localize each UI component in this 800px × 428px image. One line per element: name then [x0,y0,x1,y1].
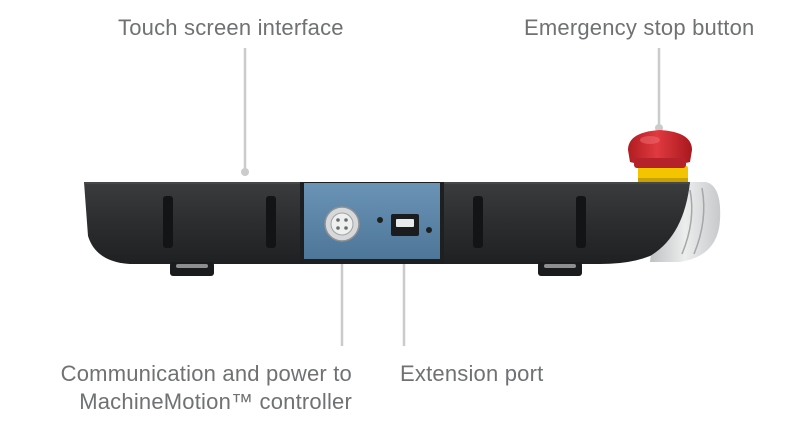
foot-right-pad [544,264,576,268]
connector-panel-face [304,183,440,259]
body-slot-4 [576,196,586,248]
communication-power-label-line-2: MachineMotion™ controller [79,389,352,414]
leader-dot-emergency-stop [655,124,663,132]
round-connector-pin-4 [344,226,348,230]
estop-collar-shadow [638,178,688,182]
communication-power-label: Communication and power to MachineMotion… [22,360,352,416]
usb-screw-right [426,227,432,233]
leader-dot-touch-screen [241,168,249,176]
estop-highlight [640,136,660,144]
usb-screw-left [377,217,383,223]
emergency-stop-button-label: Emergency stop button [524,15,755,40]
body-slot-2 [266,196,276,248]
foot-left-pad [176,264,208,268]
estop-red-stem [634,158,686,168]
round-connector-pin-1 [336,218,340,222]
grip-groove-2 [693,187,705,255]
round-connector-icon [324,206,360,242]
usb-port-icon [377,214,432,236]
usb-port-opening [396,219,414,227]
round-connector-inner [330,212,354,236]
round-connector-pin-3 [336,226,340,230]
communication-power-label-line-1: Communication and power to [60,361,352,386]
touch-screen-interface-label: Touch screen interface [118,15,344,40]
connector-panel [300,182,444,264]
grip-groove-1 [681,189,693,255]
extension-port-label: Extension port [400,361,544,386]
emergency-stop-icon [628,130,692,182]
round-connector-pin-2 [344,218,348,222]
body-slot-1 [163,196,173,248]
body-slot-3 [473,196,483,248]
